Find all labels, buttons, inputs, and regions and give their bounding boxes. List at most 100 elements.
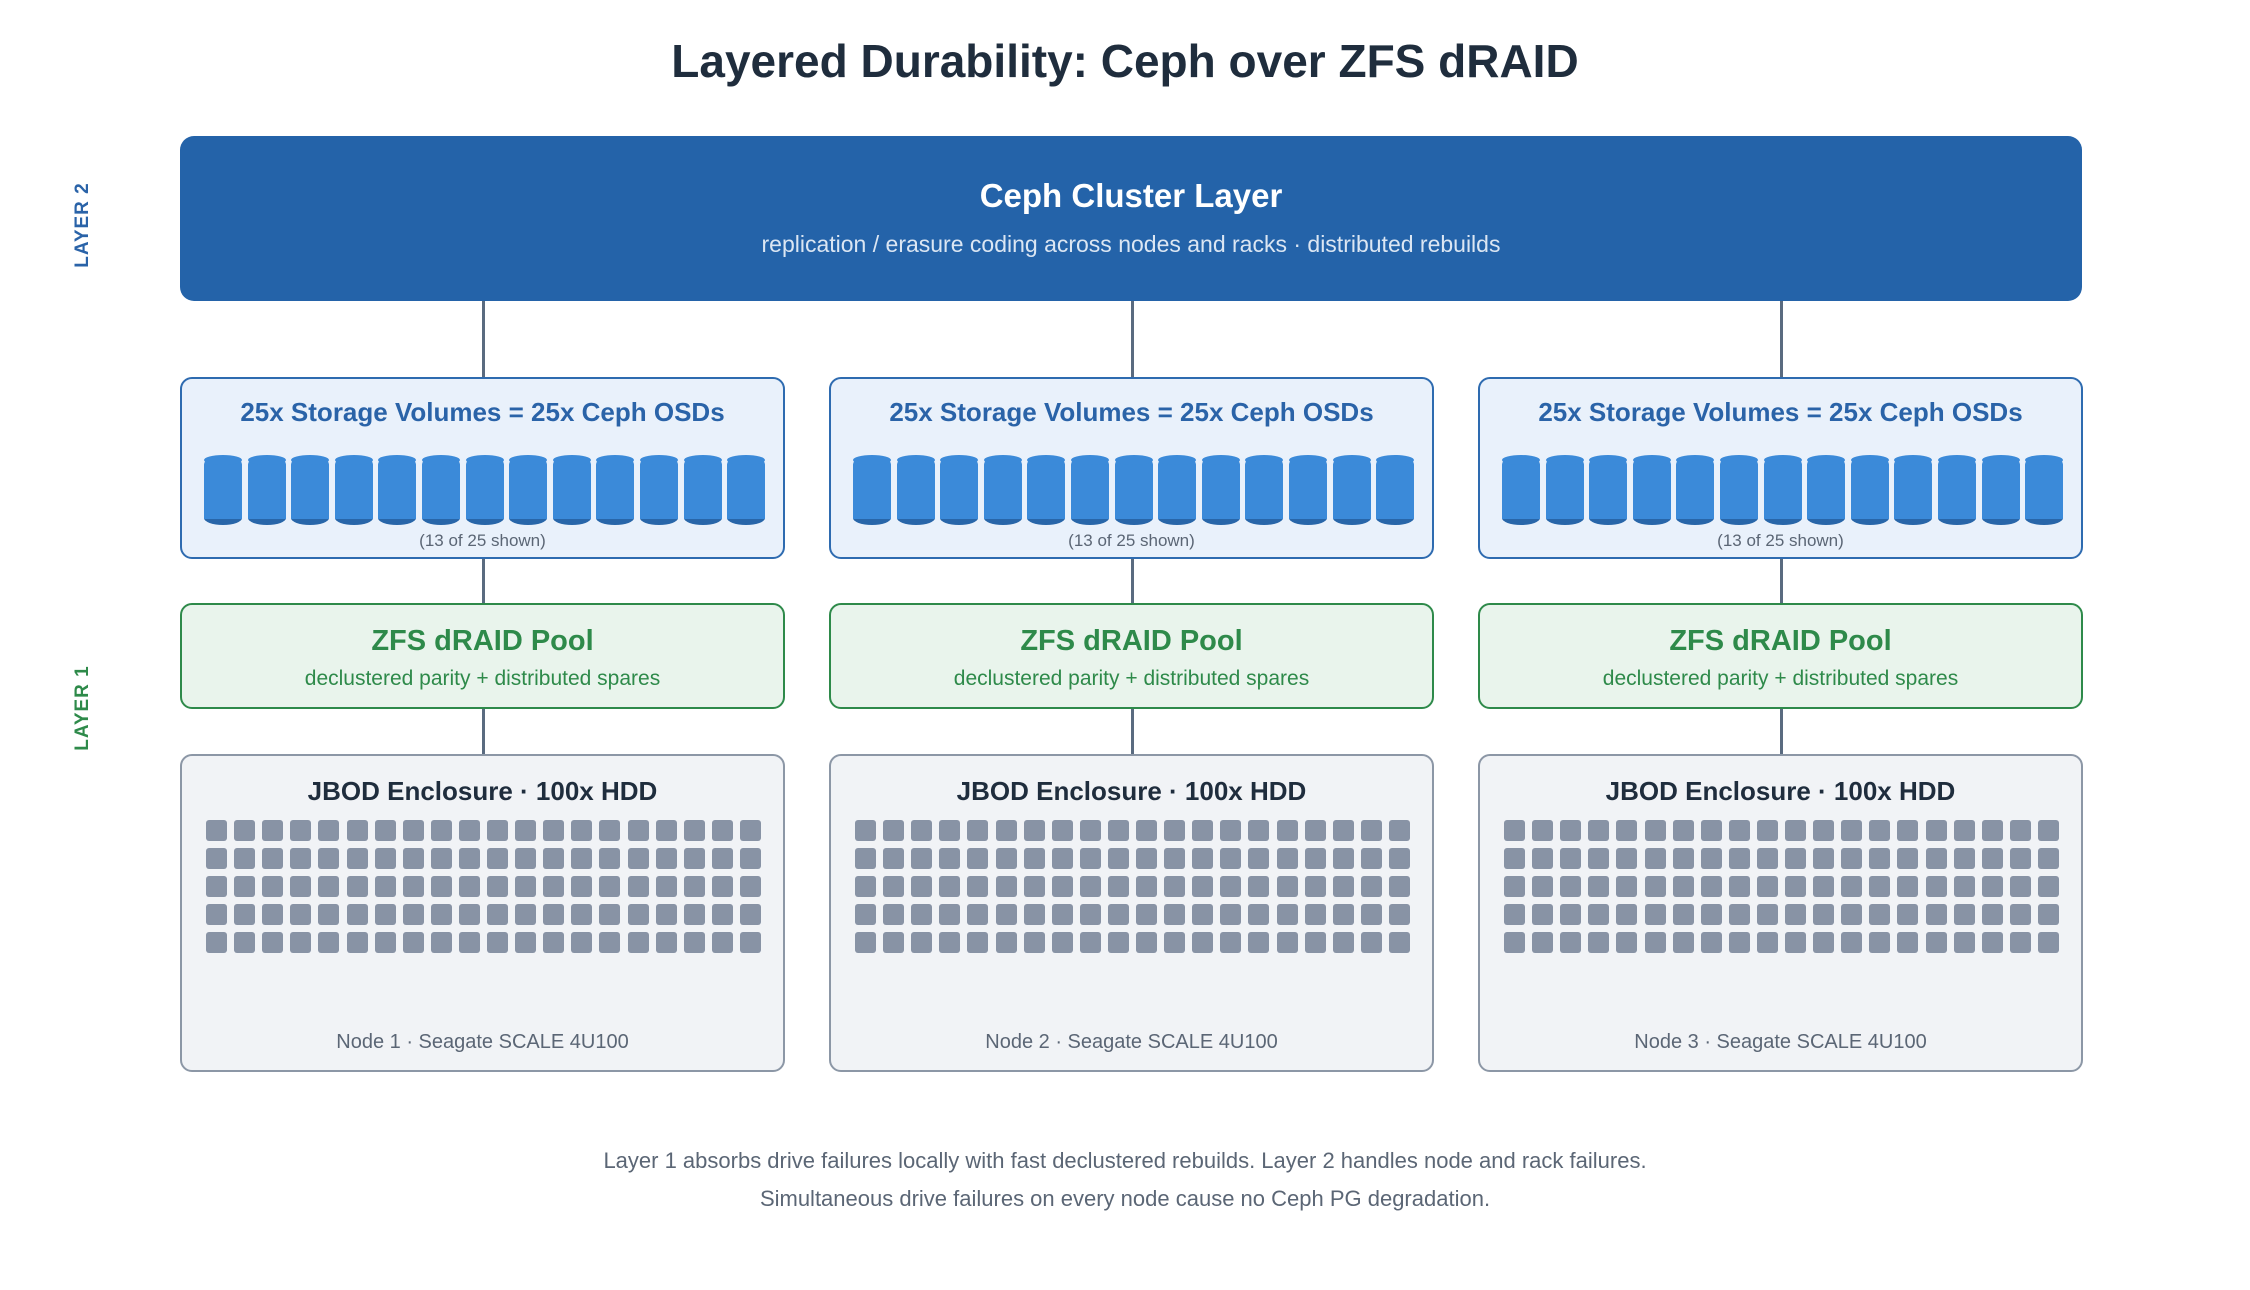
osd-volume-icon (1158, 455, 1196, 525)
hdd-drive-icon (515, 848, 536, 869)
hdd-drive-icon (855, 904, 876, 925)
hdd-drive-icon (290, 904, 311, 925)
hdd-drive-icon (939, 932, 960, 953)
hdd-drive-icon (1164, 932, 1185, 953)
hdd-drive-icon (1333, 904, 1354, 925)
hdd-drive-icon (1248, 848, 1269, 869)
hdd-drive-icon (1897, 820, 1918, 841)
hdd-drive-icon (1164, 848, 1185, 869)
connector-zfs-jbod-node2 (1131, 709, 1134, 755)
footer-line-1: Layer 1 absorbs drive failures locally w… (603, 1148, 1647, 1173)
hdd-drive-icon (684, 876, 705, 897)
hdd-drive-icon (1926, 820, 1947, 841)
hdd-drive-icon (1052, 876, 1073, 897)
hdd-drive-icon (347, 904, 368, 925)
hdd-drive-icon (1954, 848, 1975, 869)
hdd-drive-icon (206, 876, 227, 897)
hdd-drive-icon (1532, 932, 1553, 953)
hdd-drive-icon (318, 932, 339, 953)
osd-title: 25x Storage Volumes = 25x Ceph OSDs (240, 397, 725, 427)
hdd-drive-icon (1024, 820, 1045, 841)
hdd-drive-icon (883, 848, 904, 869)
osd-title: 25x Storage Volumes = 25x Ceph OSDs (1538, 397, 2023, 427)
hdd-drive-icon (1136, 876, 1157, 897)
hdd-drive-icon (1729, 904, 1750, 925)
hdd-drive-icon (1333, 848, 1354, 869)
hdd-drive-icon (431, 904, 452, 925)
hdd-drive-icon (1560, 876, 1581, 897)
hdd-drive-icon (2038, 820, 2059, 841)
hdd-drive-icon (1588, 904, 1609, 925)
hdd-drive-icon (290, 848, 311, 869)
hdd-drive-icon (1164, 904, 1185, 925)
hdd-drive-icon (262, 876, 283, 897)
hdd-drive-icon (939, 848, 960, 869)
hdd-drive-icon (1982, 904, 2003, 925)
osd-volume-icon (1982, 455, 2020, 525)
hdd-drive-icon (347, 848, 368, 869)
hdd-drive-icon (1841, 820, 1862, 841)
hdd-drive-icon (487, 904, 508, 925)
hdd-drive-icon (234, 876, 255, 897)
osd-volume-icon (640, 455, 678, 525)
osd-box: 25x Storage Volumes = 25x Ceph OSDs (13 … (829, 377, 1434, 559)
hdd-drive-icon (967, 848, 988, 869)
hdd-drive-icon (1504, 876, 1525, 897)
hdd-drive-icon (1673, 820, 1694, 841)
hdd-drive-icon (1024, 932, 1045, 953)
hdd-drive-icon (1532, 904, 1553, 925)
hdd-drive-icon (1869, 820, 1890, 841)
hdd-drive-icon (1080, 820, 1101, 841)
hdd-drive-icon (1389, 820, 1410, 841)
hdd-drive-icon (571, 932, 592, 953)
footer-line-2: Simultaneous drive failures on every nod… (759, 1186, 1491, 1211)
hdd-drive-icon (1333, 932, 1354, 953)
hdd-drive-icon (571, 876, 592, 897)
hdd-drive-icon (2038, 848, 2059, 869)
hdd-drive-icon (1813, 904, 1834, 925)
hdd-drive-icon (318, 876, 339, 897)
hdd-drive-icon (628, 876, 649, 897)
hdd-drive-icon (1616, 876, 1637, 897)
hdd-drive-icon (1785, 932, 1806, 953)
hdd-drive-icon (1841, 904, 1862, 925)
hdd-drive-icon (1560, 848, 1581, 869)
hdd-drive-icon (1024, 904, 1045, 925)
hdd-drive-icon (1897, 876, 1918, 897)
hdd-drive-icon (1560, 932, 1581, 953)
hdd-drive-icon (740, 876, 761, 897)
hdd-drive-icon (1220, 904, 1241, 925)
osd-volume-icon (1546, 455, 1584, 525)
hdd-drive-icon (571, 904, 592, 925)
osd-volume-icon (1633, 455, 1671, 525)
osd-volume-icon (204, 455, 242, 525)
hdd-drive-icon (1673, 904, 1694, 925)
hdd-drive-icon (1954, 820, 1975, 841)
hdd-drive-icon (487, 848, 508, 869)
hdd-drive-icon (459, 820, 480, 841)
hdd-drive-icon (855, 820, 876, 841)
hdd-drive-icon (684, 904, 705, 925)
hdd-drive-icon (1164, 876, 1185, 897)
hdd-drive-icon (911, 876, 932, 897)
hdd-drive-icon (1645, 904, 1666, 925)
hdd-drive-icon (1192, 932, 1213, 953)
hdd-drive-icon (684, 848, 705, 869)
osd-volume-icon (1245, 455, 1283, 525)
osd-note: (13 of 25 shown) (1068, 531, 1195, 550)
hdd-drive-icon (967, 904, 988, 925)
hdd-drive-icon (1361, 904, 1382, 925)
hdd-drive-icon (939, 820, 960, 841)
hdd-drive-icon (1052, 932, 1073, 953)
hdd-drive-icon (996, 848, 1017, 869)
hdd-drive-icon (234, 848, 255, 869)
hdd-drive-icon (1389, 904, 1410, 925)
hdd-drive-icon (1361, 820, 1382, 841)
hdd-drive-icon (855, 848, 876, 869)
hdd-drive-icon (571, 820, 592, 841)
hdd-drive-icon (403, 820, 424, 841)
osd-volume-icon (466, 455, 504, 525)
hdd-drive-icon (515, 932, 536, 953)
hdd-drive-icon (234, 932, 255, 953)
